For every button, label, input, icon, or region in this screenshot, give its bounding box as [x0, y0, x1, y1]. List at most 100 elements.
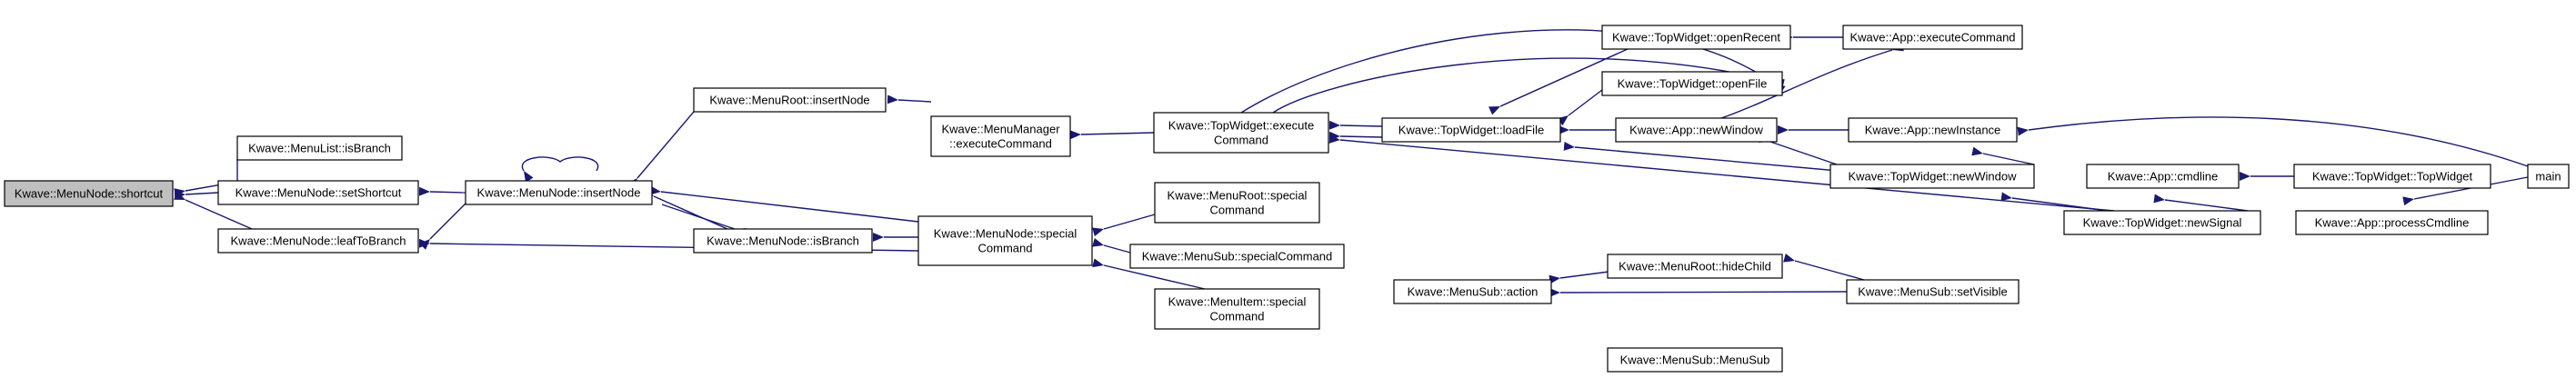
graph-node[interactable]: Kwave::MenuNode::insertNode — [465, 180, 653, 205]
nodes-layer: Kwave::MenuNode::shortcut Kwave::MenuList… — [4, 25, 2570, 373]
call-edge — [1549, 288, 1848, 298]
graph-node[interactable]: Kwave::MenuSub::action — [1393, 279, 1552, 304]
call-edge — [649, 185, 919, 223]
graph-node[interactable]: Kwave::TopWidget::newSignal — [2063, 210, 2261, 235]
node-label: Command — [1210, 204, 1265, 217]
node-box — [2295, 210, 2489, 235]
call-edge — [1240, 29, 1786, 114]
node-label: Kwave::MenuRoot::hideChild — [1619, 260, 1771, 274]
node-label: Kwave::App::processCmdline — [2315, 216, 2470, 230]
node-label: Kwave::MenuRoot::insertNode — [709, 94, 869, 107]
call-edge — [1971, 146, 2035, 165]
node-label: Kwave::MenuNode::leafToBranch — [231, 234, 406, 248]
call-edge — [1092, 258, 1206, 290]
graph-node[interactable]: Kwave::MenuList::isBranch — [236, 135, 403, 161]
call-edge — [626, 111, 695, 190]
node-box — [1393, 279, 1552, 304]
call-edge — [2153, 194, 2249, 212]
node-box — [217, 228, 419, 254]
node-label: Kwave::TopWidget::TopWidget — [2312, 170, 2473, 184]
node-label: Kwave::MenuNode::setShortcut — [236, 186, 402, 200]
edges-layer — [174, 29, 2529, 298]
node-label: Kwave::MenuItem::special — [1168, 295, 1307, 309]
call-edge — [1328, 134, 2115, 212]
node-label: Kwave::App::cmdline — [2108, 170, 2218, 184]
node-label: Kwave::TopWidget::execute — [1168, 119, 1314, 133]
call-edge — [1720, 42, 1904, 119]
node-box — [917, 215, 1093, 266]
node-box — [1848, 117, 2018, 143]
node-label: Kwave::MenuList::isBranch — [248, 142, 391, 155]
graph-node[interactable]: Kwave::MenuSub::specialCommand — [1129, 244, 1345, 269]
node-box — [2293, 164, 2491, 189]
graph-node[interactable]: Kwave::MenuRoot::insertNode — [693, 87, 887, 113]
node-label: Kwave::MenuNode::isBranch — [707, 234, 859, 248]
node-label: Kwave::App::newWindow — [1629, 124, 1763, 137]
graph-node[interactable]: Kwave::MenuSub::setVisible — [1846, 279, 2020, 304]
graph-node[interactable]: Kwave::MenuNode::setShortcut — [217, 180, 419, 205]
graph-node[interactable]: Kwave::MenuNode::isBranch — [693, 228, 873, 254]
node-box — [1381, 117, 1561, 143]
node-label: Kwave::MenuSub::specialCommand — [1142, 250, 1333, 264]
call-edge — [1328, 131, 1383, 141]
node-label: main — [2535, 170, 2561, 184]
node-label: Kwave::TopWidget::loadFile — [1398, 124, 1544, 137]
call-edge — [1092, 214, 1156, 237]
node-box — [4, 180, 174, 207]
node-label: ::executeCommand — [949, 137, 1052, 151]
graph-node[interactable]: Kwave::TopWidget::TopWidget — [2293, 164, 2491, 189]
graph-node[interactable]: Kwave::App::executeCommand — [1842, 25, 2023, 50]
node-label: Kwave::MenuSub::action — [1408, 285, 1539, 299]
graph-node[interactable]: Kwave::App::cmdline — [2086, 164, 2240, 189]
node-label: Kwave::TopWidget::newSignal — [2083, 216, 2242, 230]
call-edge — [1272, 57, 1785, 114]
graph-node[interactable]: Kwave::TopWidget::executeCommand — [1153, 112, 1329, 154]
node-box — [2527, 164, 2570, 189]
graph-node[interactable]: Kwave::TopWidget::newWindow — [1829, 164, 2035, 189]
call-edge — [2000, 192, 2109, 212]
graph-node[interactable]: Kwave::MenuSub::MenuSub — [1607, 347, 1783, 373]
node-label: Kwave::TopWidget::newWindow — [1849, 170, 2018, 184]
node-label: Kwave::MenuRoot::special — [1168, 189, 1308, 203]
graph-node[interactable]: Kwave::MenuNode::specialCommand — [917, 215, 1093, 266]
call-edge — [2017, 116, 2529, 167]
node-box — [1601, 71, 1783, 96]
graph-node[interactable]: Kwave::MenuNode::shortcut — [4, 180, 174, 207]
graph-node[interactable]: Kwave::App::newInstance — [1848, 117, 2018, 143]
graph-node[interactable]: Kwave::App::processCmdline — [2295, 210, 2489, 235]
graph-node[interactable]: Kwave::MenuRoot::specialCommand — [1154, 182, 1320, 224]
call-edge — [418, 186, 466, 196]
graph-node[interactable]: Kwave::MenuRoot::hideChild — [1607, 254, 1783, 279]
node-label: Kwave::App::executeCommand — [1849, 31, 2015, 45]
node-label: Kwave::App::newInstance — [1865, 124, 2001, 137]
node-box — [2063, 210, 2261, 235]
node-label: Kwave::MenuNode::shortcut — [15, 187, 164, 201]
graph-node[interactable]: Kwave::TopWidget::loadFile — [1381, 117, 1561, 143]
graph-node[interactable]: Kwave::TopWidget::openFile — [1601, 71, 1783, 96]
call-edge — [174, 190, 219, 200]
graph-node[interactable]: Kwave::MenuManager::executeCommand — [930, 115, 1071, 157]
node-label: Kwave::MenuSub::setVisible — [1858, 285, 2008, 299]
node-label: Command — [978, 242, 1033, 255]
node-box — [1607, 347, 1783, 373]
node-box — [1607, 254, 1783, 279]
node-box — [693, 228, 873, 254]
node-box — [1154, 182, 1320, 224]
node-box — [1842, 25, 2023, 50]
graph-node[interactable]: Kwave::App::newWindow — [1615, 117, 1778, 143]
graph-node[interactable]: Kwave::MenuItem::specialCommand — [1154, 288, 1320, 330]
node-label: Kwave::TopWidget::openRecent — [1612, 31, 1780, 45]
node-label: Kwave::MenuManager — [941, 123, 1060, 136]
call-edge — [1759, 134, 1838, 165]
node-label: Kwave::MenuSub::MenuSub — [1620, 353, 1770, 367]
node-box — [1129, 244, 1345, 269]
graph-node[interactable]: Kwave::MenuNode::leafToBranch — [217, 228, 419, 254]
node-box — [1846, 279, 2020, 304]
graph-node[interactable]: main — [2527, 164, 2570, 189]
node-box — [693, 87, 887, 113]
node-box — [1154, 288, 1320, 330]
graph-node[interactable]: Kwave::TopWidget::openRecent — [1601, 25, 1791, 50]
node-box — [236, 135, 403, 161]
node-box — [1601, 25, 1791, 50]
